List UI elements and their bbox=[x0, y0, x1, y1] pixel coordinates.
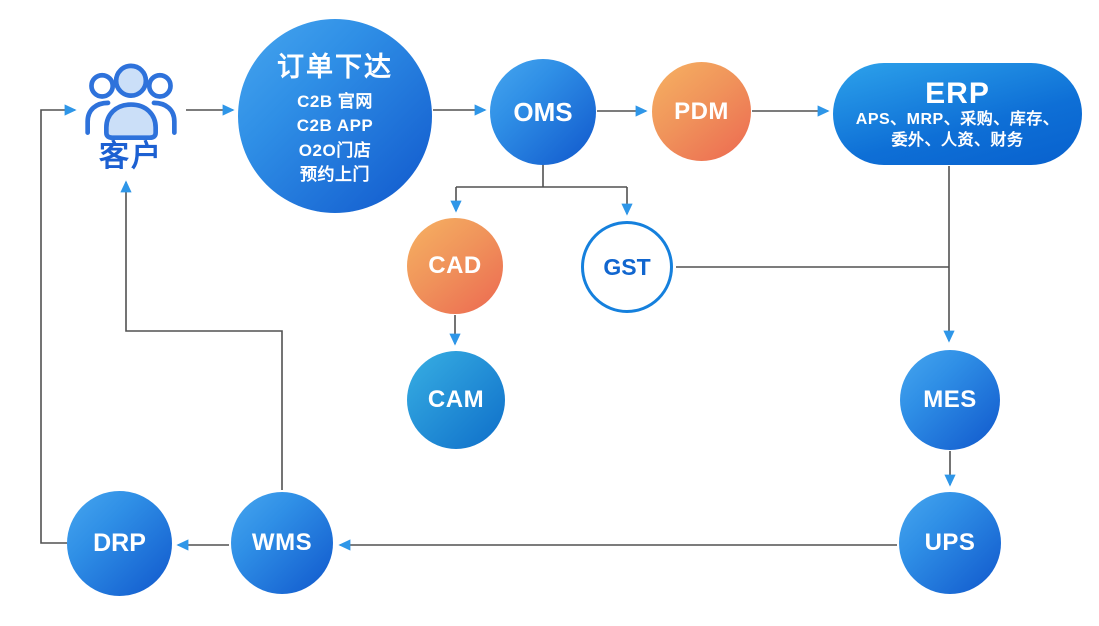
node-mes: MES bbox=[900, 350, 1000, 450]
node-order: 订单下达 C2B 官网 C2B APP O2O门店 预约上门 bbox=[238, 19, 432, 213]
people-group-icon bbox=[80, 56, 182, 148]
node-gst-label: GST bbox=[603, 253, 651, 280]
node-order-channel: C2B APP bbox=[296, 116, 374, 136]
node-gst: GST bbox=[581, 221, 673, 313]
node-wms-label: WMS bbox=[251, 529, 313, 556]
node-order-channel: 预约上门 bbox=[300, 164, 370, 184]
node-erp-title: ERP bbox=[925, 76, 990, 110]
node-drp-label: DRP bbox=[93, 529, 146, 557]
node-ups: UPS bbox=[899, 492, 1001, 594]
node-order-channel: O2O门店 bbox=[298, 140, 372, 160]
node-order-title: 订单下达 bbox=[277, 52, 393, 83]
node-order-channel: C2B 官网 bbox=[297, 92, 373, 112]
node-oms-label: OMS bbox=[513, 96, 573, 127]
node-pdm: PDM bbox=[652, 62, 751, 161]
node-wms: WMS bbox=[231, 492, 333, 594]
node-cad: CAD bbox=[407, 218, 503, 314]
node-erp-subtitle: 委外、人资、财务 bbox=[891, 131, 1024, 149]
node-oms: OMS bbox=[490, 59, 596, 165]
node-mes-label: MES bbox=[923, 386, 977, 413]
node-ups-label: UPS bbox=[924, 529, 976, 556]
customer-label: 客户 bbox=[99, 140, 163, 173]
node-pdm-label: PDM bbox=[674, 97, 729, 125]
arrow-wms-to-customer bbox=[120, 180, 283, 490]
node-erp: ERP APS、MRP、采购、库存、 委外、人资、财务 bbox=[833, 63, 1082, 165]
node-erp-subtitle: APS、MRP、采购、库存、 bbox=[855, 110, 1060, 128]
node-drp: DRP bbox=[67, 491, 172, 596]
node-cam: CAM bbox=[407, 351, 505, 449]
node-cam-label: CAM bbox=[427, 386, 485, 413]
arrow-drp-to-customer bbox=[40, 104, 77, 544]
node-cad-label: CAD bbox=[428, 252, 482, 279]
